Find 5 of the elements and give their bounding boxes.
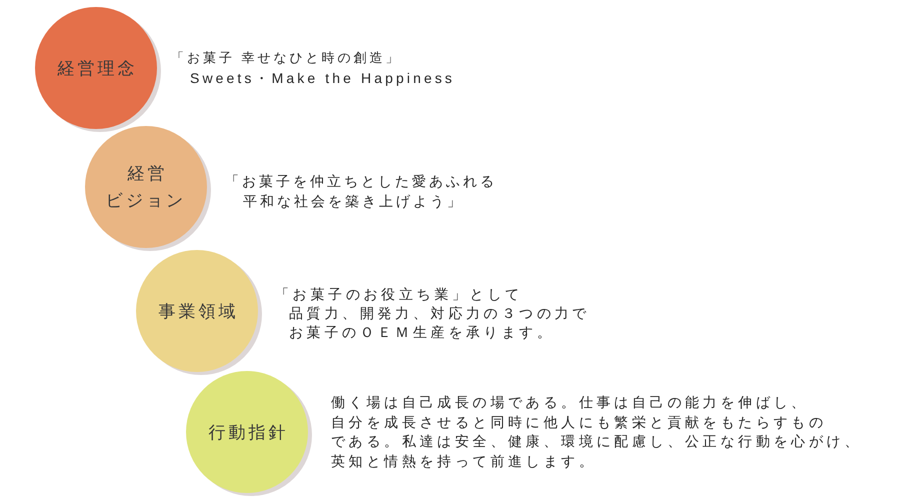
description-text: 「お菓子のお役立ち業」として品質力、開発力、対応力の３つの力でお菓子のＯＥＭ生産を承ります。 bbox=[275, 284, 590, 342]
description-text: 働く場は自己成長の場である。仕事は自己の能力を伸ばし、自分を成長させると同時に他人にも繁栄と貢献をもたらすものである。私達は安全、健康、環境に配慮し、公正な行動を心がけ、英知と情熱を持って前進します。 bbox=[331, 393, 862, 470]
translation-text: Sweets・Make the Happiness bbox=[190, 68, 456, 88]
motto-text: 「お菓子 幸せなひと時の創造」 bbox=[171, 48, 402, 66]
description-text: 「お菓子を仲立ちとした愛あふれる平和な社会を築き上げよう」 bbox=[225, 172, 497, 211]
